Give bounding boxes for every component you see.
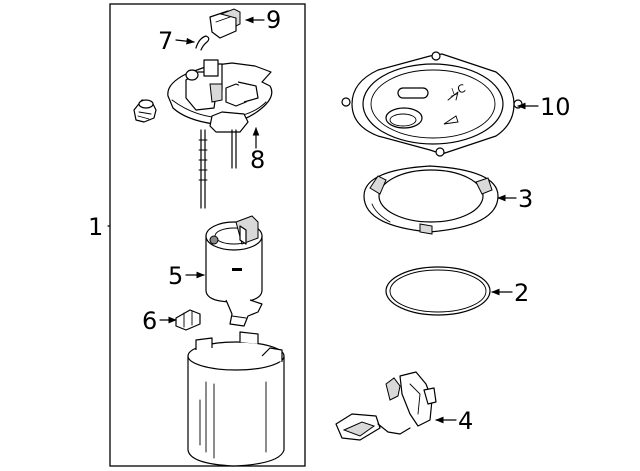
- cover-ring-part: ⊥C: [341, 51, 523, 157]
- callout-9: 9: [266, 6, 281, 34]
- leader-lines: [107, 16, 539, 424]
- assembly-box: [109, 3, 306, 467]
- callout-2: 2: [514, 279, 529, 307]
- callout-7: 7: [158, 27, 173, 55]
- side-fitting: [133, 99, 157, 123]
- pump-flange-part: [167, 59, 273, 133]
- callout-1: 1: [88, 213, 103, 241]
- pump-module-part: [205, 215, 263, 327]
- level-sender-part: [335, 371, 437, 441]
- seal-ring-part: [385, 266, 491, 316]
- reservoir-part: [187, 331, 285, 467]
- callout-6: 6: [142, 307, 157, 335]
- clip-part: [195, 35, 210, 51]
- guide-rods: [198, 129, 237, 209]
- connector-part: [209, 8, 241, 39]
- fitting-part: [175, 309, 201, 331]
- svg-text:⊥C: ⊥C: [447, 82, 468, 100]
- callout-5: 5: [168, 262, 183, 290]
- callout-10: 10: [540, 93, 571, 121]
- callout-3: 3: [518, 185, 533, 213]
- callout-4: 4: [458, 407, 473, 435]
- callout-8: 8: [250, 146, 265, 174]
- locking-ring-part: [363, 165, 499, 235]
